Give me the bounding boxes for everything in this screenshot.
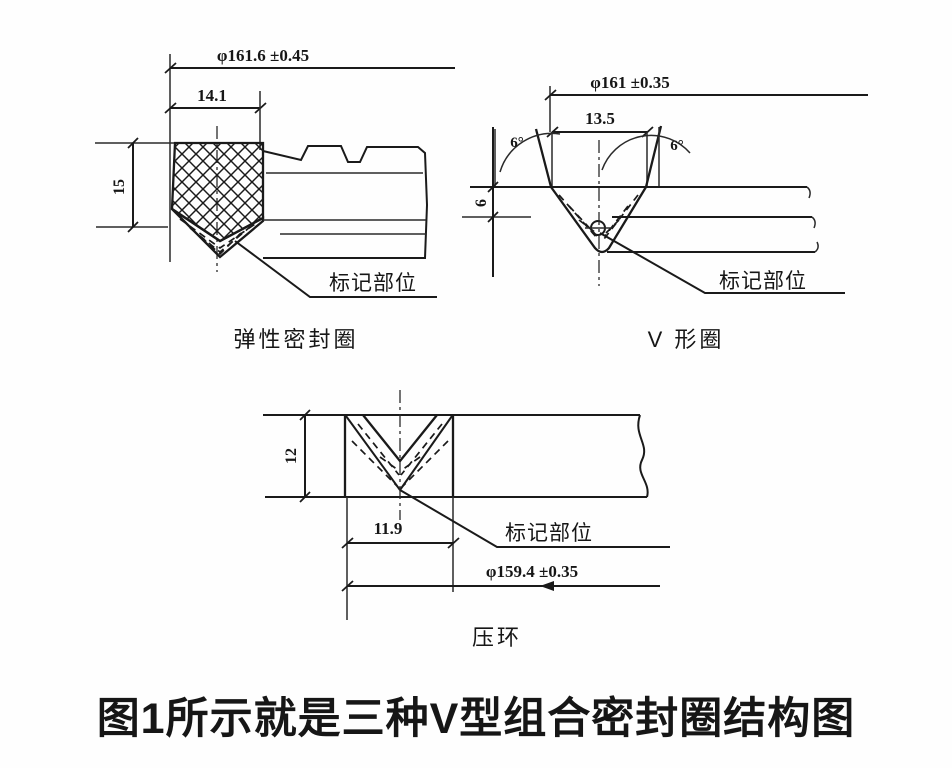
press-ring-cross-section <box>343 390 455 520</box>
dimension-tick <box>447 537 460 549</box>
angle-value-left: 6° <box>510 135 524 151</box>
band-outline <box>262 145 429 259</box>
diameter-value: φ161.6 ±0.45 <box>217 46 309 65</box>
break-line <box>637 414 649 498</box>
height-value: 15 <box>111 179 128 195</box>
band-edge-hook <box>814 241 819 253</box>
marking-leader <box>599 232 845 294</box>
width-value: 14.1 <box>197 86 227 105</box>
band-edge-hook <box>806 186 811 199</box>
angle-arc <box>499 132 561 173</box>
marking-callout: 标记部位 <box>399 489 670 548</box>
dashed-contour <box>603 194 639 240</box>
ring-band <box>262 145 429 259</box>
diameter-value: φ159.4 ±0.35 <box>486 562 578 581</box>
dashed-contour <box>401 456 421 471</box>
band-edge-hook <box>811 216 816 229</box>
angle-arc <box>601 134 691 171</box>
marking-label: 标记部位 <box>505 522 593 545</box>
vring-band <box>462 186 819 253</box>
press-height-dimension: 12 <box>283 409 311 503</box>
dashed-contour <box>351 440 398 487</box>
dimension-tick <box>341 537 354 549</box>
vring-width-dimension: 13.5 <box>546 109 654 186</box>
dimension-tick <box>164 102 177 114</box>
dimension-tick <box>127 221 139 233</box>
dashed-contour <box>379 456 399 471</box>
marking-label: 标记部位 <box>329 272 417 295</box>
press-diameter-dimension: φ159.4 ±0.35 <box>341 562 660 592</box>
width-value: 13.5 <box>585 109 615 128</box>
dimension-tick <box>487 181 499 193</box>
angle-value-right: 6° <box>670 138 684 154</box>
lip-angle-callouts: 6° 6° <box>494 125 691 188</box>
dashed-contour <box>200 232 242 256</box>
dimension-tick <box>127 137 139 149</box>
elastic-width-dimension: 14.1 <box>164 86 267 150</box>
dimension-tick <box>487 211 499 223</box>
diameter-value: φ161 ±0.35 <box>590 73 669 92</box>
marking-callout: 标记部位 <box>599 232 845 294</box>
v-body-outline <box>550 186 647 254</box>
elastic-height-dimension: 15 <box>95 137 205 233</box>
drawing-caption: V 形圈 <box>648 327 725 352</box>
dimension-tick <box>164 62 177 74</box>
height-value: 12 <box>283 448 300 464</box>
dimension-tick <box>341 580 354 592</box>
dimension-tick <box>299 409 311 421</box>
press-face-diagonal <box>399 415 453 491</box>
press-ring-band <box>263 414 649 498</box>
drawing-caption: 压环 <box>472 625 522 650</box>
v-cross-section <box>550 140 647 286</box>
v-ring-drawing: φ161 ±0.35 13.5 6° 6° <box>462 73 868 352</box>
dimension-tick <box>299 491 311 503</box>
dimension-arrow <box>540 581 554 591</box>
dashed-contour <box>578 219 597 234</box>
dashed-contour <box>189 226 251 254</box>
marking-label: 标记部位 <box>719 270 807 293</box>
elastic-diameter-dimension: φ161.6 ±0.45 <box>164 46 455 262</box>
marking-leader <box>399 489 670 548</box>
dashed-contour <box>605 219 620 234</box>
left-lip-line <box>534 128 553 188</box>
press-face-diagonal <box>345 415 401 491</box>
elastic-seal-drawing: φ161.6 ±0.45 14.1 15 <box>95 46 455 352</box>
press-width-dimension: 11.9 <box>341 497 460 620</box>
width-value: 11.9 <box>374 519 403 538</box>
dashed-contour <box>179 218 259 250</box>
dashed-contour <box>604 205 629 237</box>
press-ring-drawing: 12 11.9 φ159.4 ±0.35 标记部位 压环 <box>263 390 670 650</box>
vring-height-dimension: 6 <box>473 127 499 277</box>
figure-caption: 图1所示就是三种V型组合密封圈结构图 <box>97 695 856 743</box>
dimension-tick <box>544 89 557 101</box>
v-notch <box>362 414 438 463</box>
dashed-contour <box>568 205 598 237</box>
marking-callout: 标记部位 <box>234 240 437 298</box>
vring-diameter-dimension: φ161 ±0.35 <box>544 73 868 132</box>
drawing-caption: 弹性密封圈 <box>233 327 358 352</box>
marking-leader <box>234 240 437 298</box>
seal-cross-section <box>170 141 265 259</box>
dashed-contour <box>402 440 449 487</box>
height-value: 6 <box>473 199 490 207</box>
